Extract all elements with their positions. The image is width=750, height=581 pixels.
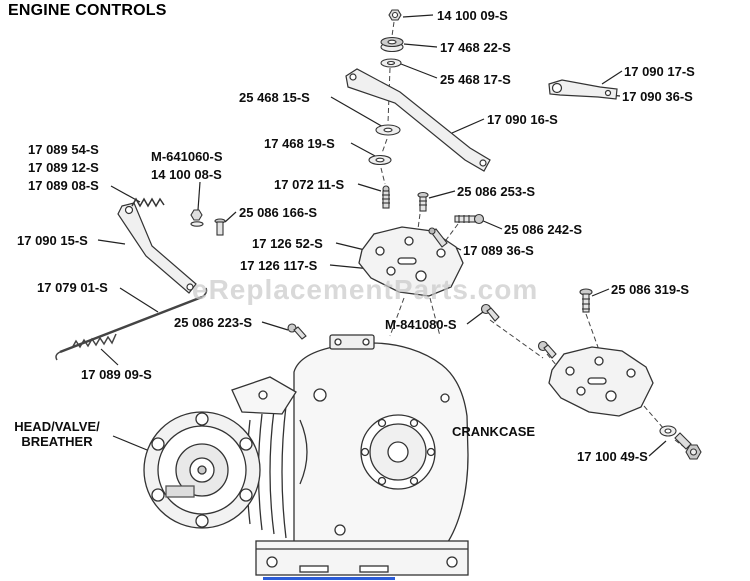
- page-title: ENGINE CONTROLS: [8, 2, 167, 19]
- label-17-100-49-s: 17 100 49-S: [577, 449, 648, 464]
- linkage-rod-and-springs: [55, 197, 208, 361]
- bracket-screws: [480, 303, 557, 359]
- governor-stud: [382, 185, 390, 209]
- label-25-468-15-s: 25 468 15-S: [239, 90, 310, 105]
- flat-washer-upper: [380, 58, 402, 68]
- control-bracket-right: [548, 346, 654, 417]
- screw-223: [287, 323, 307, 340]
- crankcase-body: [293, 334, 469, 572]
- control-bracket-center: [358, 226, 464, 297]
- label-17-079-01-s: 17 079 01-S: [37, 280, 108, 295]
- label-17-090-15-s: 17 090 15-S: [17, 233, 88, 248]
- control-levers: [117, 68, 618, 294]
- screw-253: [417, 191, 429, 212]
- label-25-468-17-s: 25 468 17-S: [440, 72, 511, 87]
- label-25-086-253-s: 25 086 253-S: [457, 184, 536, 199]
- engine-assembly: [143, 334, 469, 576]
- pin-36: [428, 227, 448, 248]
- throttle-lever: [345, 68, 491, 172]
- label-14-100-08-s: 14 100 08-S: [151, 167, 222, 182]
- governor-lever: [117, 202, 197, 294]
- label-17-090-17-s: 17 090 17-S: [624, 64, 695, 79]
- label-crankcase: CRANKCASE: [452, 424, 536, 439]
- watermark: eReplacementParts.com: [192, 274, 539, 305]
- label-17-090-16-s: 17 090 16-S: [487, 112, 558, 127]
- label-14-100-09-s: 14 100 09-S: [437, 8, 508, 23]
- label-17-090-36-s: 17 090 36-S: [622, 89, 693, 104]
- head-valve-breather-cover: [143, 411, 261, 529]
- label-17-089-54-s: 17 089 54-S: [28, 142, 99, 157]
- label-25-086-319-s: 25 086 319-S: [611, 282, 690, 297]
- label-25-086-242-s: 25 086 242-S: [504, 222, 583, 237]
- fasteners: [190, 9, 702, 460]
- flat-washer-lower: [368, 154, 392, 166]
- label-17-089-36-s: 17 089 36-S: [463, 243, 534, 258]
- engine-base: [255, 540, 469, 576]
- control-brackets: [358, 226, 654, 417]
- governor-rod: [59, 295, 203, 354]
- label-head-valve-breather: HEAD/VALVE/ BREATHER: [14, 419, 100, 449]
- choke-lever: [548, 79, 618, 100]
- hex-nut-governor: [190, 209, 204, 227]
- lock-washer-stack: [380, 36, 404, 53]
- rod-spring: [71, 333, 117, 349]
- pin-166: [214, 218, 226, 236]
- screw-319: [579, 288, 593, 313]
- label-17-468-22-s: 17 468 22-S: [440, 40, 511, 55]
- label-m-841080-s: M-841080-S: [385, 317, 457, 332]
- bolt-and-washer-right: [659, 425, 702, 460]
- label-m-641060-s: M-641060-S: [151, 149, 223, 164]
- hex-nut-top: [388, 9, 402, 21]
- governor-spring: [131, 197, 165, 208]
- screw-242: [454, 213, 485, 225]
- label-17-089-12-s: 17 089 12-S: [28, 160, 99, 175]
- label-17-089-09-s: 17 089 09-S: [81, 367, 152, 382]
- flat-washer-mid: [375, 124, 401, 136]
- label-25-086-166-s: 25 086 166-S: [239, 205, 318, 220]
- label-17-468-19-s: 17 468 19-S: [264, 136, 335, 151]
- bottom-blue-line: [263, 577, 395, 580]
- label-17-126-117-s: 17 126 117-S: [240, 258, 318, 273]
- label-17-089-08-s: 17 089 08-S: [28, 178, 99, 193]
- label-25-086-223-s: 25 086 223-S: [174, 315, 253, 330]
- label-17-126-52-s: 17 126 52-S: [252, 236, 323, 251]
- label-17-072-11-s: 17 072 11-S: [274, 177, 345, 192]
